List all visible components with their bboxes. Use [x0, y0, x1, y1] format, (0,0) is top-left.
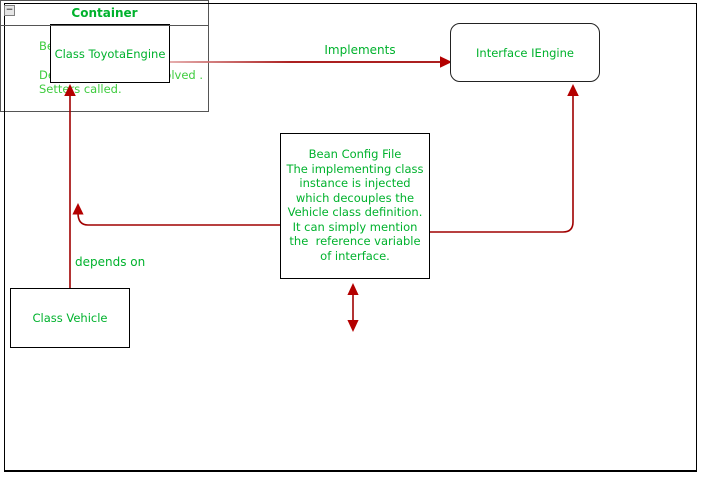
node-class-toyotaengine: Class ToyotaEngine	[50, 24, 170, 83]
bean-to-dependson-line	[77, 212, 280, 226]
node-class-vehicle: Class Vehicle	[10, 288, 130, 348]
container-title: Container	[71, 6, 138, 20]
bean-config-line: the reference variable	[289, 234, 421, 248]
collapse-icon[interactable]: −	[4, 5, 15, 16]
bean-config-line: It can simply mention	[292, 219, 418, 234]
bean-config-line: The implementing class	[286, 161, 424, 176]
bean-to-dependson-arrowhead	[72, 203, 84, 215]
depends-on-edge-label: depends on	[75, 255, 146, 269]
class-vehicle-label: Class Vehicle	[32, 311, 108, 325]
bean-config-line: Vehicle class definition.	[287, 205, 423, 219]
bean-to-iengine-arrowhead	[567, 84, 579, 96]
implements-edge-label: Implements	[324, 43, 396, 57]
node-bean-config-file: Bean Config File The implementing class …	[280, 133, 430, 279]
bean-container-arrowhead-up	[347, 283, 359, 295]
bean-config-line: which decouples the	[295, 190, 415, 205]
bean-config-line: of interface.	[320, 248, 390, 263]
bean-container-arrowhead-down	[347, 320, 359, 332]
diagram-frame-border	[4, 3, 697, 472]
implements-arrowhead	[440, 56, 452, 68]
bean-config-line: instance is injected	[299, 176, 411, 190]
bean-config-line: Bean Config File	[308, 147, 402, 161]
node-interface-iengine: Interface IEngine	[450, 23, 600, 82]
container-header: − Container	[1, 1, 208, 26]
depends-on-arrowhead	[64, 84, 76, 96]
class-toyotaengine-label: Class ToyotaEngine	[54, 46, 166, 61]
bean-to-iengine-line	[430, 96, 574, 233]
interface-iengine-label: Interface IEngine	[476, 45, 574, 60]
